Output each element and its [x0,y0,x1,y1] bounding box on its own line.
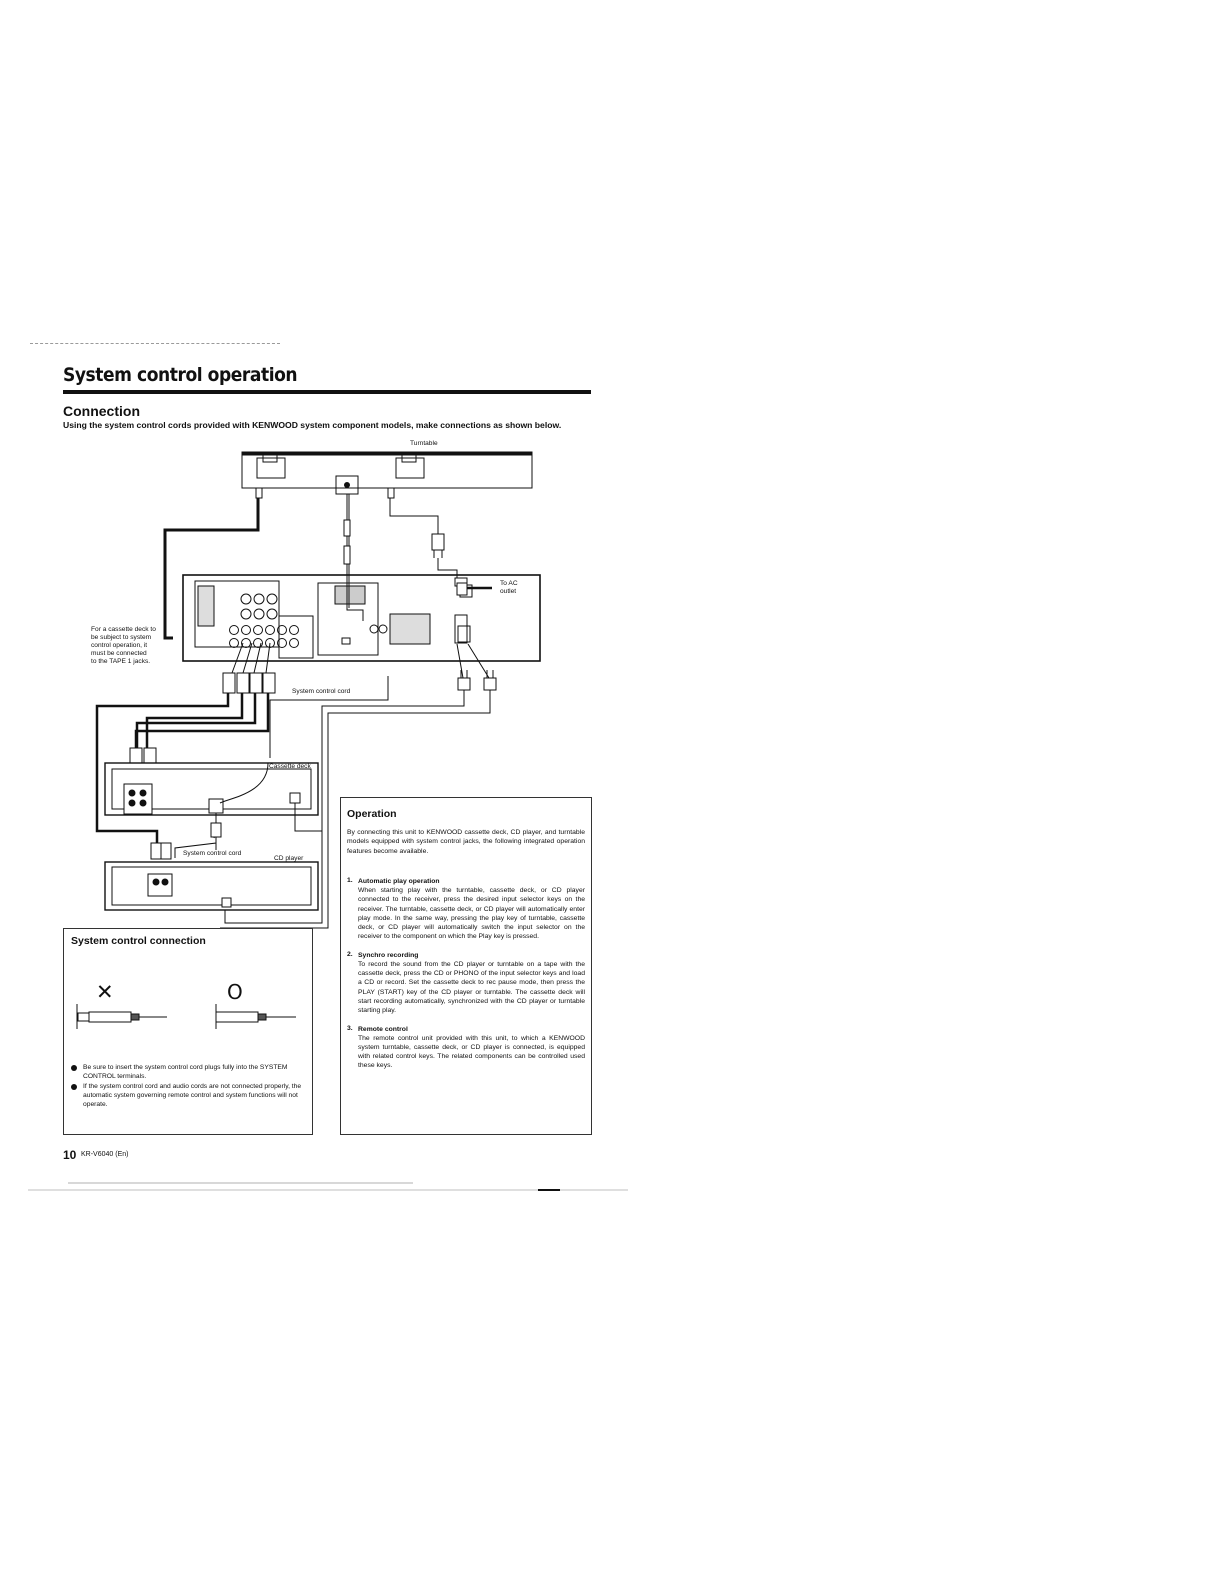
page-title: System control operation [63,364,298,386]
operation-item-automatic-play: 1. Automatic play operation When startin… [347,877,585,941]
cassette-deck-label: Cassette deck [269,763,311,770]
operation-item-title: Remote control [358,1025,408,1033]
operation-item-title: Automatic play operation [358,878,440,885]
cassette-note-line-5: to the TAPE 1 jacks. [91,658,150,665]
scan-artifact-bottom [28,1182,628,1191]
cassette-note-line-3: control operation, it [91,642,147,649]
bullet-dot-icon [71,1064,77,1071]
system-control-cord-label-1: System control cord [292,688,351,695]
operation-intro: By connecting this unit to KENWOOD casse… [347,829,585,855]
system-control-cord-label-2: System control cord [183,850,242,857]
title-rule [63,390,591,394]
operation-item-body: When starting play with the turntable, c… [358,887,585,941]
plug-insertion-illustration: ✕ O [76,980,296,1029]
cassette-note-line-4: must be connected [91,650,147,657]
bullet-dot-icon [71,1083,77,1090]
system-control-connection-heading: System control connection [71,935,206,947]
operation-item-remote-control: 3. Remote control The remote control uni… [347,1024,585,1070]
cassette-note-line-2: be subject to system [91,634,152,641]
turntable-label: Turntable [410,440,438,447]
operation-heading: Operation [347,808,397,820]
operation-panel: Operation By connecting this unit to KEN… [340,797,592,1135]
page-number: 10 [63,1148,77,1162]
operation-item-body: The remote control unit provided with th… [358,1034,585,1070]
wrong-plug-icon [76,1004,167,1029]
system-control-connection-panel: System control connection ✕ O Be sure to… [63,928,313,1135]
correct-o-icon: O [227,980,243,1004]
operation-item-body: To record the sound from the CD player o… [358,960,585,1015]
wrong-x-icon: ✕ [96,980,114,1004]
system-control-notes: Be sure to insert the system control cor… [70,1063,310,1110]
ac-outlet-label-2: outlet [500,588,516,595]
connection-heading: Connection [63,403,140,419]
note-item: Be sure to insert the system control cor… [70,1063,310,1081]
connection-diagram: Turntable To AC outlet For a cassette de… [91,440,541,929]
correct-plug-icon [215,1004,296,1029]
model-code: KR-V6040 (En) [81,1151,129,1158]
receiver-illustration [182,574,541,662]
note-item: If the system control cord and audio cor… [70,1082,310,1109]
operation-item-title: Synchro recording [358,951,419,959]
operation-item-synchro-recording: 2. Synchro recording To record the sound… [347,950,585,1015]
scan-artifact-top [30,343,280,344]
cd-player-label: CD player [274,855,304,862]
cassette-note-line-1: For a cassette deck to [91,626,156,633]
cd-player-illustration [104,861,319,911]
cassette-deck-illustration [104,762,319,816]
turntable-illustration [241,451,533,499]
operation-features-list: 1. Automatic play operation When startin… [347,877,585,1080]
ac-outlet-label-1: To AC [500,580,518,587]
connection-intro: Using the system control cords provided … [63,420,562,430]
